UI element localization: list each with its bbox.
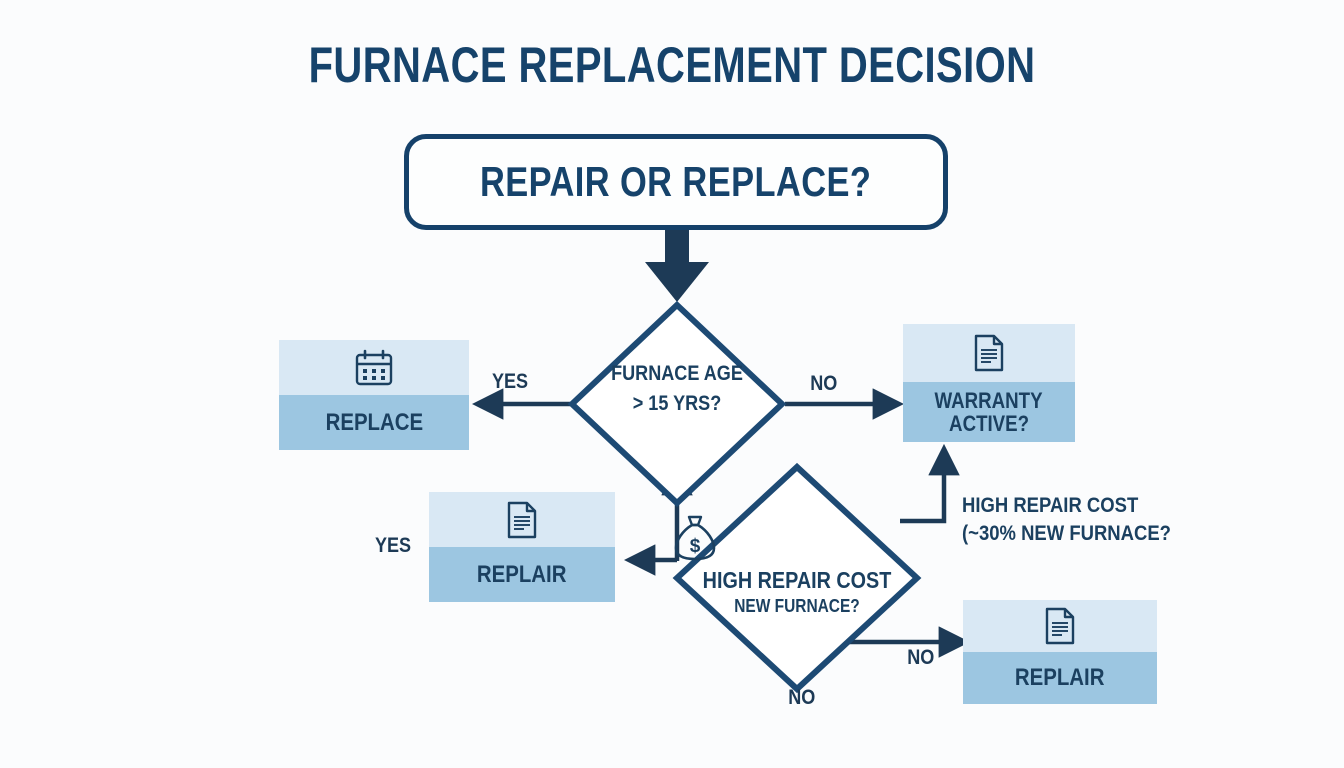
document-icon — [507, 501, 537, 538]
decision-high-repair-cost-line2: NEW FURNACE? — [734, 596, 860, 616]
document-icon — [1045, 607, 1075, 645]
outcome-warranty-label-area: WARRANTY ACTIVE? — [903, 382, 1075, 442]
outcome-repair-bottom-label: REPLAIR — [1015, 664, 1105, 692]
outcome-replace-card: REPLACE — [279, 340, 469, 450]
diamond-shape — [672, 462, 922, 694]
outcome-repair-left-label: REPLAIR — [477, 560, 567, 588]
arrow-root-to-age — [645, 230, 709, 302]
root-question-label: REPAIR OR REPLACE? — [480, 158, 872, 205]
outcome-repair-bottom-label-area: REPLAIR — [963, 652, 1157, 704]
svg-text:$: $ — [690, 536, 701, 557]
edge-label-age-yes: YES — [491, 370, 529, 393]
edge-label-cost-yes: YES — [374, 534, 412, 557]
decision-furnace-age-line2: > 15 YRS? — [632, 392, 722, 415]
outcome-repair-left-card: REPLAIR — [429, 492, 615, 602]
outcome-replace-icon-area — [279, 340, 469, 395]
edge-label-cost-no-right: NO — [907, 646, 935, 669]
outcome-repair-bottom-icon-area — [963, 600, 1157, 652]
edge-label-cost-no-bottom: NO — [788, 686, 816, 709]
outcome-repair-bottom-card: REPLAIR — [963, 600, 1157, 704]
diamond-shape — [567, 300, 787, 508]
decision-furnace-age: FURNACE AGE > 15 YRS? — [567, 300, 787, 508]
outcome-warranty-icon-area — [903, 324, 1075, 382]
outcome-replace-label-area: REPLACE — [279, 395, 469, 450]
outcome-replace-label: REPLACE — [325, 408, 423, 436]
outcome-repair-left-icon-area — [429, 492, 615, 547]
outcome-warranty-label-line2: ACTIVE? — [948, 411, 1030, 436]
decision-high-repair-cost-line1: HIGH REPAIR COST — [702, 567, 892, 593]
outcome-repair-left-label-area: REPLAIR — [429, 547, 615, 602]
decision-furnace-age-line1: FURNACE AGE — [611, 362, 743, 385]
page-title: FURNACE REPLACEMENT DECISION — [308, 37, 1036, 93]
document-icon — [974, 334, 1004, 372]
cost-annotation: HIGH REPAIR COST (~30% NEW FURNACE? — [962, 492, 1171, 547]
cost-annotation-line1: HIGH REPAIR COST — [962, 494, 1139, 517]
calendar-icon — [355, 349, 393, 385]
outcome-warranty-label-line1: WARRANTY — [934, 387, 1044, 413]
edge-label-age-no: NO — [810, 372, 838, 395]
outcome-warranty-card: WARRANTY ACTIVE? — [903, 324, 1075, 442]
root-question-box: REPAIR OR REPLACE? — [404, 134, 948, 230]
decision-high-repair-cost: $ HIGH REPAIR COST NEW FURNACE? — [672, 462, 922, 694]
cost-annotation-line2: (~30% NEW FURNACE? — [962, 521, 1171, 545]
